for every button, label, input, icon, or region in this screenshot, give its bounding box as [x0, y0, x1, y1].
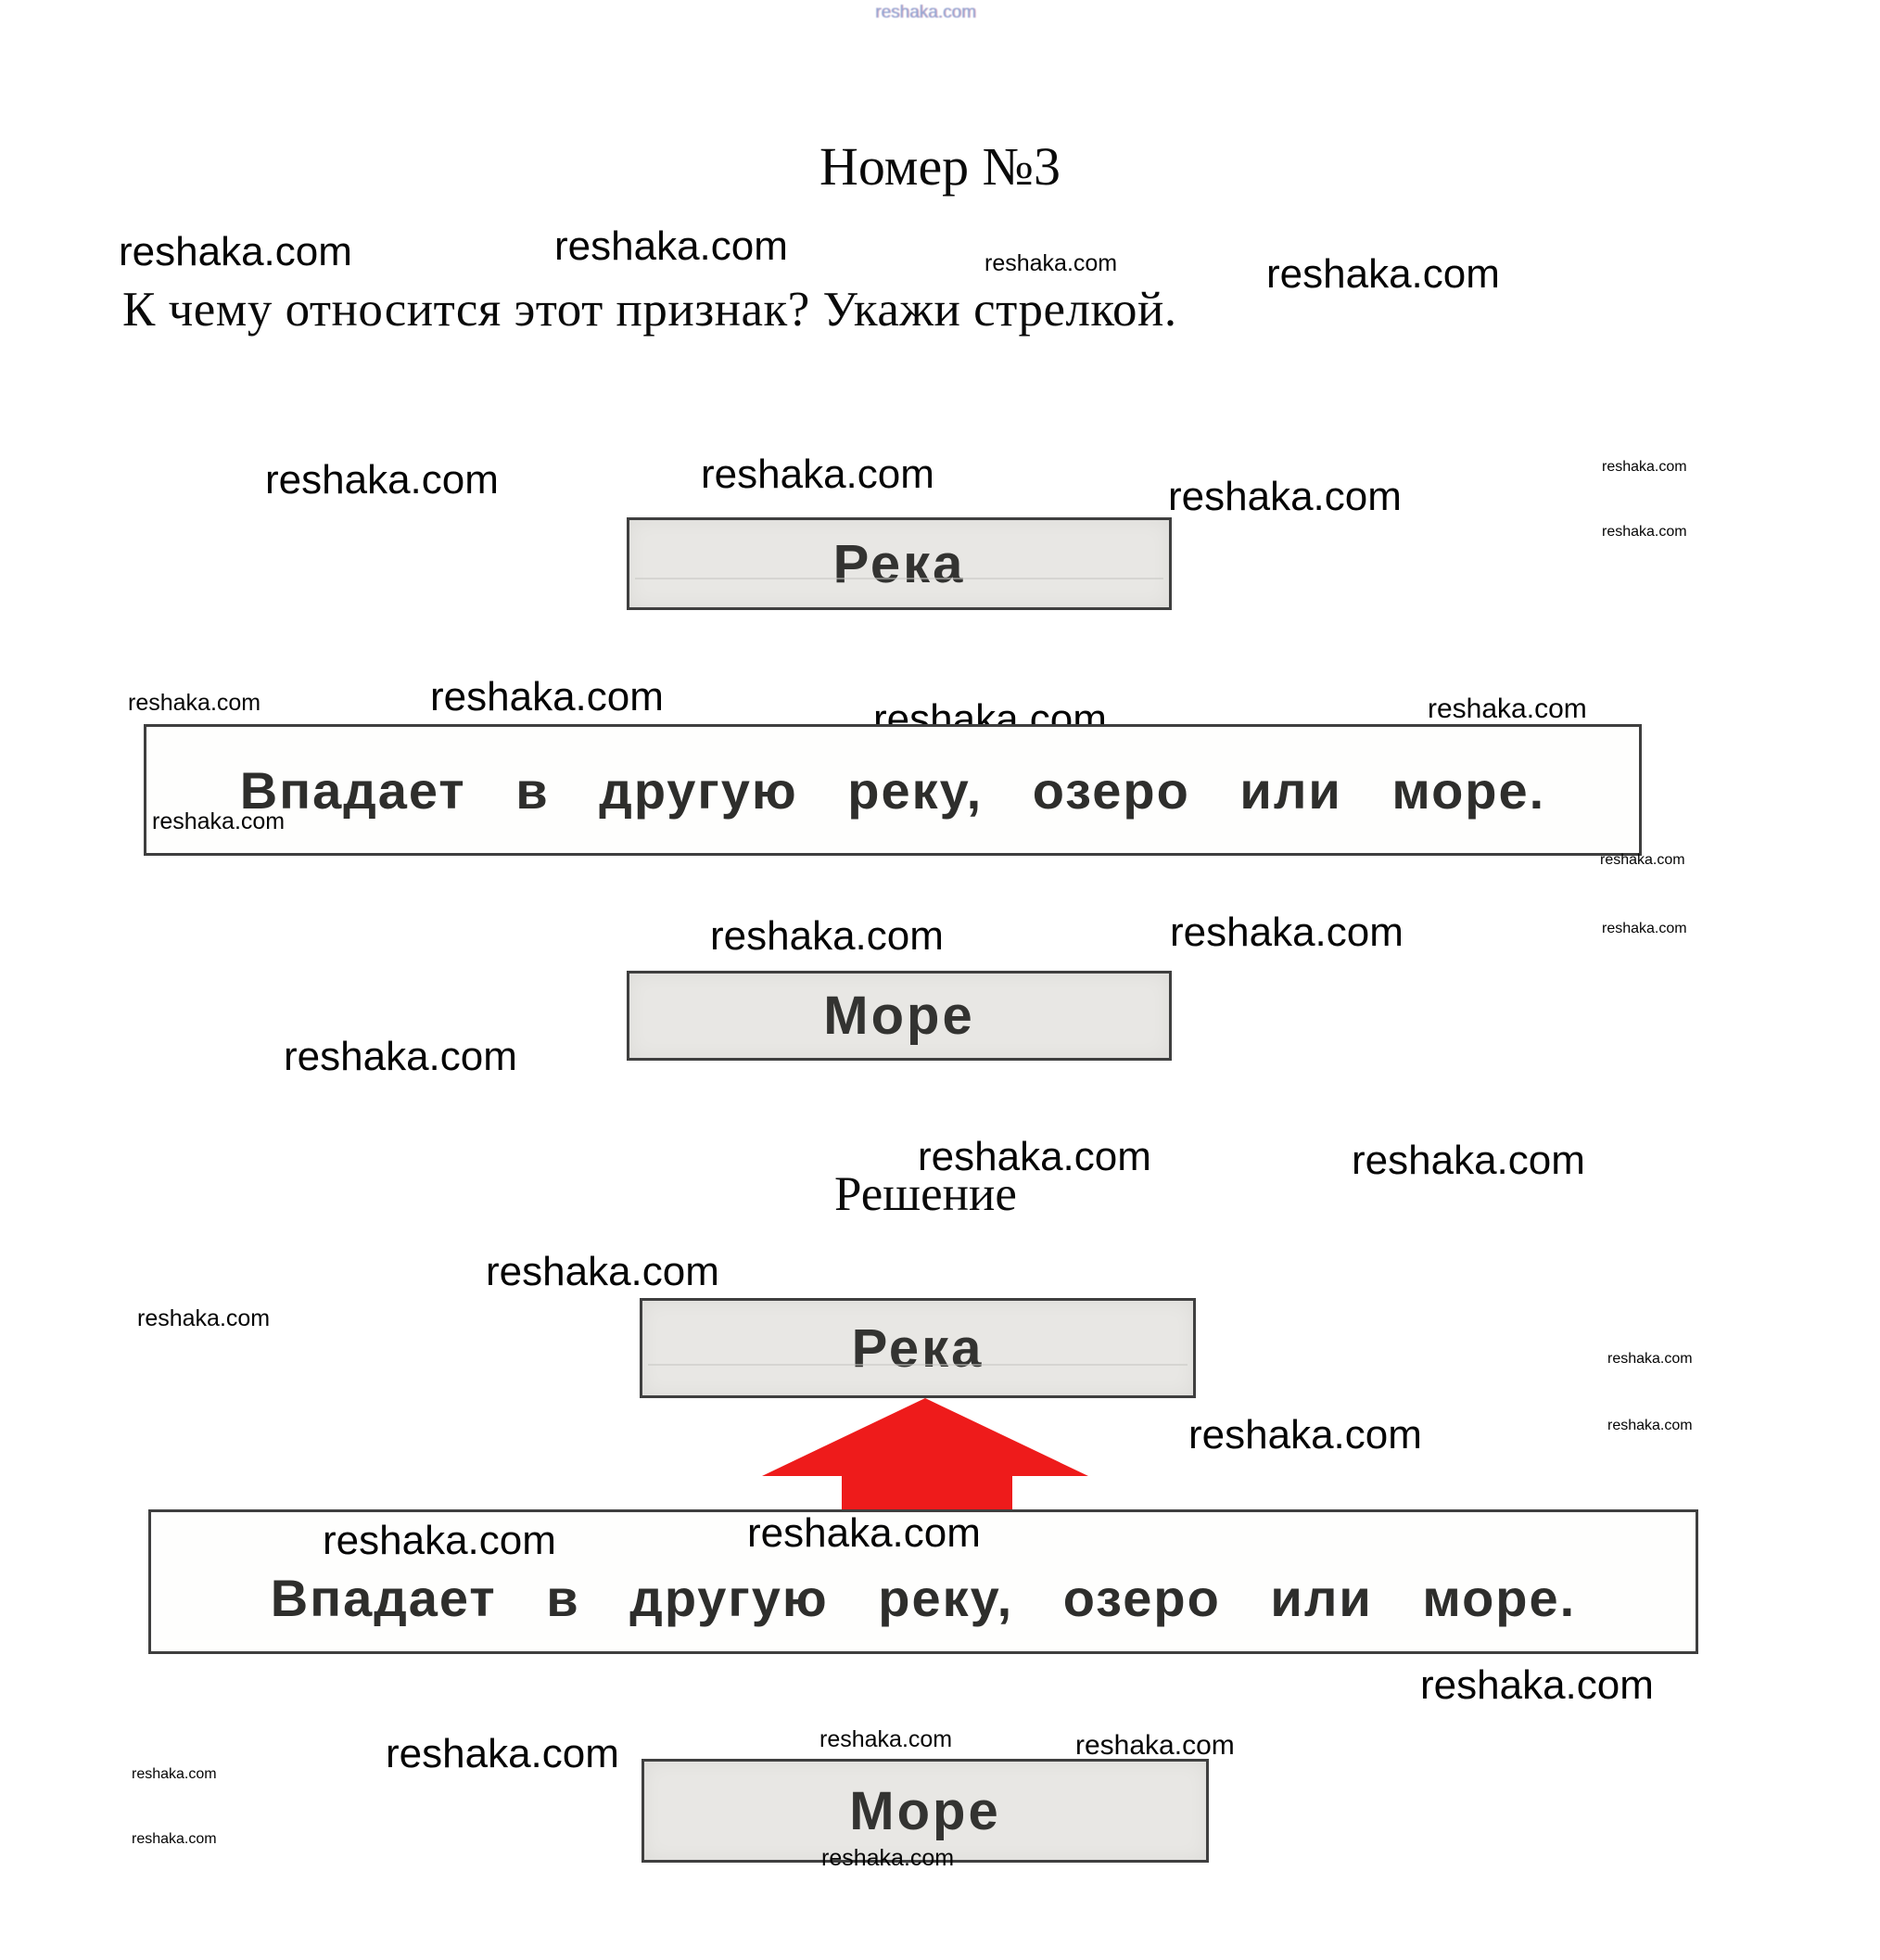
river-box-label: Река	[832, 533, 966, 594]
watermark: reshaka.com	[386, 1731, 619, 1776]
watermark: reshaka.com	[1266, 251, 1500, 297]
watermark: reshaka.com	[875, 3, 976, 22]
solution-river-box: Река	[640, 1298, 1196, 1398]
watermark: reshaka.com	[1170, 910, 1404, 955]
watermark: reshaka.com	[747, 1510, 981, 1556]
solution-heading: Решение	[834, 1167, 1017, 1221]
watermark: reshaka.com	[918, 1134, 1151, 1179]
watermark: reshaka.com	[486, 1249, 719, 1294]
sea-box: Море	[627, 971, 1172, 1061]
watermark: reshaka.com	[152, 808, 286, 834]
watermark: reshaka.com	[128, 690, 261, 716]
watermark: reshaka.com	[119, 229, 352, 274]
watermark: reshaka.com	[1188, 1412, 1422, 1457]
watermark: reshaka.com	[1600, 852, 1685, 868]
watermark: reshaka.com	[1168, 474, 1402, 519]
watermark: reshaka.com	[430, 674, 664, 719]
watermark: reshaka.com	[265, 457, 499, 503]
watermark: reshaka.com	[1420, 1662, 1654, 1708]
watermark: reshaka.com	[1602, 524, 1687, 540]
ruled-line	[635, 578, 1163, 579]
watermark: reshaka.com	[137, 1305, 271, 1331]
watermark: reshaka.com	[819, 1726, 953, 1752]
watermark: reshaka.com	[323, 1518, 556, 1563]
solution-sea-box-label: Море	[849, 1780, 1001, 1841]
watermark: reshaka.com	[1602, 459, 1687, 475]
watermark: reshaka.com	[701, 452, 934, 497]
sea-box-label: Море	[823, 986, 975, 1046]
solution-feature-box-text: Впадает в другую реку, озеро или море.	[270, 1568, 1577, 1627]
watermark: reshaka.com	[1607, 1418, 1693, 1433]
watermark: reshaka.com	[132, 1831, 217, 1847]
river-box: Река	[627, 517, 1172, 610]
watermark: reshaka.com	[1607, 1351, 1693, 1367]
watermark: reshaka.com	[1428, 694, 1587, 724]
watermark: reshaka.com	[1075, 1730, 1235, 1761]
watermark: reshaka.com	[284, 1034, 517, 1079]
solution-feature-box: Впадает в другую реку, озеро или море.	[148, 1509, 1698, 1654]
watermark: reshaka.com	[1352, 1138, 1585, 1183]
feature-box-text: Впадает в другую реку, озеро или море.	[239, 760, 1546, 820]
watermark: reshaka.com	[554, 223, 788, 269]
watermark: reshaka.com	[132, 1766, 217, 1782]
watermark: reshaka.com	[710, 913, 944, 959]
watermark: reshaka.com	[1602, 921, 1687, 936]
solution-sea-box: Море	[641, 1759, 1209, 1863]
feature-box: Впадает в другую реку, озеро или море.	[144, 724, 1642, 856]
ruled-line	[648, 1364, 1188, 1366]
page-title: Номер №3	[819, 136, 1061, 197]
watermark: reshaka.com	[821, 1845, 955, 1871]
solution-arrow-up-stem	[842, 1474, 1012, 1515]
solution-arrow-up-head	[762, 1398, 1088, 1476]
question-text: К чему относится этот признак? Укажи стр…	[122, 283, 1177, 337]
watermark: reshaka.com	[984, 250, 1118, 276]
solution-river-box-label: Река	[851, 1317, 984, 1379]
